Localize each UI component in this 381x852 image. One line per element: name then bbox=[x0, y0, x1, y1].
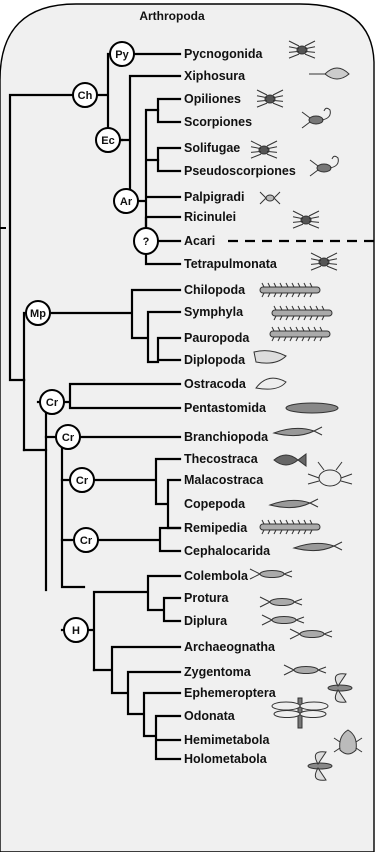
clade-node-cr1: Cr bbox=[40, 390, 64, 414]
clade-node-cr2: Cr bbox=[56, 425, 80, 449]
taxon-label-acari: Acari bbox=[184, 234, 215, 248]
diagram-title: Arthropoda bbox=[139, 9, 205, 23]
clade-node-label: Mp bbox=[30, 308, 46, 320]
taxon-label-zygentoma: Zygentoma bbox=[184, 665, 252, 679]
clade-node-ar: Ar bbox=[114, 189, 138, 213]
clade-node-label: Cr bbox=[76, 475, 89, 487]
taxon-label-opiliones: Opiliones bbox=[184, 92, 241, 106]
clade-node-label: ? bbox=[143, 236, 150, 248]
taxon-label-cephalocarida: Cephalocarida bbox=[184, 544, 271, 558]
taxon-label-remipedia: Remipedia bbox=[184, 521, 248, 535]
clade-node-label: Ch bbox=[78, 90, 93, 102]
taxon-label-xiphosura: Xiphosura bbox=[184, 69, 246, 83]
taxon-label-scorpiones: Scorpiones bbox=[184, 115, 252, 129]
taxon-label-tetrapulmonata: Tetrapulmonata bbox=[184, 257, 278, 271]
taxon-label-ricinulei: Ricinulei bbox=[184, 210, 236, 224]
clade-node-uncertain: ? bbox=[134, 228, 158, 254]
taxon-label-malacostraca: Malacostraca bbox=[184, 473, 264, 487]
taxon-label-solifugae: Solifugae bbox=[184, 141, 240, 155]
taxon-label-diplopoda: Diplopoda bbox=[184, 353, 246, 367]
taxon-label-pentastomida: Pentastomida bbox=[184, 401, 267, 415]
taxon-label-holometabola: Holometabola bbox=[184, 752, 268, 766]
taxon-label-protura: Protura bbox=[184, 591, 230, 605]
clade-node-ch: Ch bbox=[73, 83, 97, 107]
taxon-label-diplura: Diplura bbox=[184, 614, 228, 628]
tongue-worm-icon bbox=[286, 403, 338, 413]
taxon-label-symphyla: Symphyla bbox=[184, 305, 244, 319]
taxon-label-branchiopoda: Branchiopoda bbox=[184, 430, 269, 444]
clade-node-ec: Ec bbox=[96, 128, 120, 152]
clade-node-py: Py bbox=[110, 42, 134, 66]
taxon-label-copepoda: Copepoda bbox=[184, 497, 246, 511]
taxon-label-chilopoda: Chilopoda bbox=[184, 283, 246, 297]
clade-node-cr4: Cr bbox=[74, 528, 98, 552]
taxon-label-ostracoda: Ostracoda bbox=[184, 377, 247, 391]
clade-node-label: Cr bbox=[62, 432, 75, 444]
taxon-label-hemimetabola: Hemimetabola bbox=[184, 733, 270, 747]
clade-node-label: Cr bbox=[80, 535, 93, 547]
taxon-label-odonata: Odonata bbox=[184, 709, 236, 723]
taxon-label-palpigradi: Palpigradi bbox=[184, 190, 244, 204]
taxon-label-thecostraca: Thecostraca bbox=[184, 452, 259, 466]
clade-node-cr3: Cr bbox=[70, 468, 94, 492]
arthropoda-frame bbox=[0, 4, 374, 852]
clade-node-label: Cr bbox=[46, 397, 59, 409]
clade-node-mp: Mp bbox=[26, 301, 50, 325]
taxon-label-pycnogonida: Pycnogonida bbox=[184, 47, 264, 61]
clade-node-label: Ar bbox=[120, 196, 133, 208]
taxon-label-colembola: Colembola bbox=[184, 569, 249, 583]
clade-node-label: Ec bbox=[101, 135, 114, 147]
taxon-label-ephemeroptera: Ephemeroptera bbox=[184, 686, 277, 700]
taxon-label-archaeognatha: Archaeognatha bbox=[184, 640, 276, 654]
clade-node-label: Py bbox=[115, 49, 129, 61]
clade-node-h: H bbox=[64, 618, 88, 642]
taxon-label-pseudoscorpiones: Pseudoscorpiones bbox=[184, 164, 296, 178]
clade-node-label: H bbox=[72, 625, 80, 637]
taxon-label-pauropoda: Pauropoda bbox=[184, 331, 250, 345]
